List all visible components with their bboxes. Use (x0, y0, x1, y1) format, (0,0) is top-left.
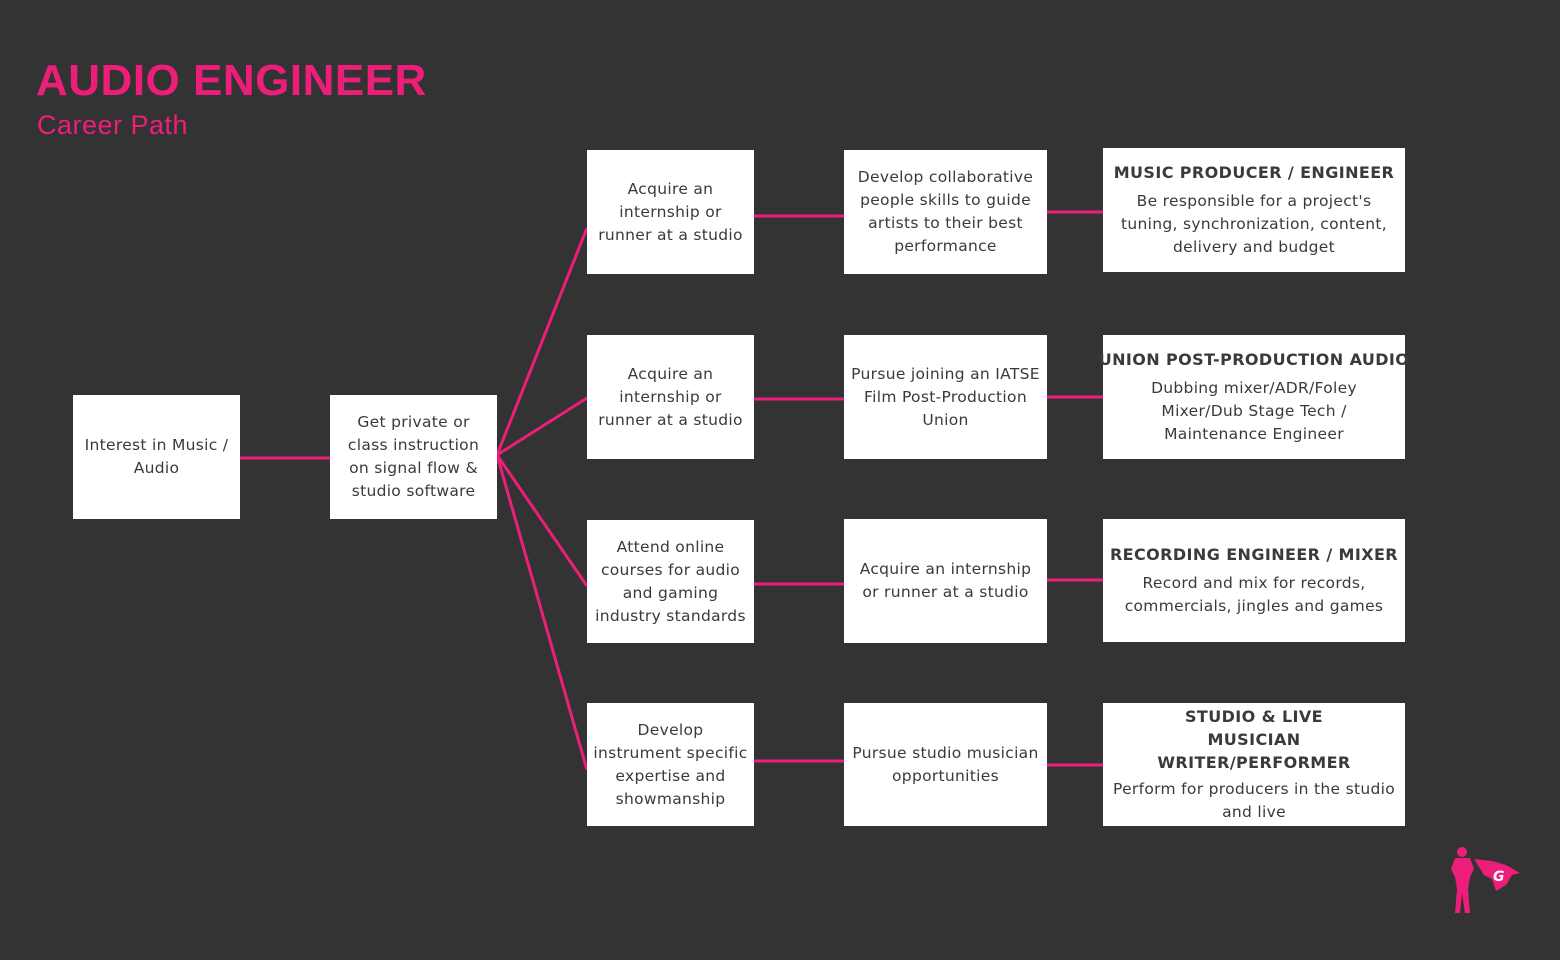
node-text: Acquire an internship or runner at a stu… (859, 560, 1032, 601)
node-text: Develop instrument specific expertise an… (593, 720, 748, 808)
path-2-step-2: Pursue joining an IATSE Film Post-Produc… (844, 335, 1047, 459)
connector (495, 454, 589, 587)
node-text: Pursue joining an IATSE Film Post-Produc… (851, 364, 1040, 429)
superhero-logo-icon: G (1451, 847, 1520, 913)
path-2-outcome: UNION POST-PRODUCTION AUDIO Dubbing mixer… (1099, 335, 1409, 459)
path-4-step-2: Pursue studio musician opportunities (844, 703, 1047, 826)
outcome-title: MUSIC PRODUCER / ENGINEER (1113, 163, 1395, 182)
path-3-step-2: Acquire an internship or runner at a stu… (844, 519, 1047, 643)
logo-letter: G (1493, 869, 1505, 885)
outcome-description: Perform for producers in the studio and … (1113, 780, 1395, 821)
path-4-step-1: Develop instrument specific expertise an… (587, 703, 754, 826)
node-text: Pursue studio musician opportunities (852, 743, 1039, 785)
connector (495, 227, 589, 456)
path-3-outcome: RECORDING ENGINEER / MIXER Record and mix… (1103, 519, 1405, 642)
outcome-title: STUDIO & LIVE MUSICIAN WRITER/PERFORMER (1157, 707, 1351, 772)
node-text: Get private or class instruction on sign… (347, 413, 480, 500)
outcome-description: Dubbing mixer/ADR/Foley Mixer/Dub Stage … (1151, 379, 1357, 443)
outcome-title: RECORDING ENGINEER / MIXER (1109, 545, 1399, 564)
node-text: Acquire an internship or runner at a stu… (598, 179, 743, 244)
connector (495, 454, 589, 771)
node-text: Acquire an internship or runner at a stu… (598, 364, 743, 429)
outcome-description: Record and mix for records, commercials,… (1124, 574, 1384, 615)
outcome-description: Be responsible for a project's tuning, s… (1121, 192, 1387, 256)
instruction-node: Get private or class instruction on sign… (330, 395, 497, 519)
outcome-title: UNION POST-PRODUCTION AUDIO (1098, 350, 1410, 369)
connector (496, 396, 588, 457)
path-3-step-1: Attend online courses for audio and gami… (587, 520, 754, 643)
path-2-step-1: Acquire an internship or runner at a stu… (587, 335, 754, 459)
page-title: AUDIO ENGINEER (36, 56, 427, 105)
path-1-step-1: Acquire an internship or runner at a stu… (587, 150, 754, 274)
node-text: Develop collaborative people skills to g… (857, 168, 1034, 255)
path-1-step-2: Develop collaborative people skills to g… (844, 150, 1047, 274)
path-4-outcome: STUDIO & LIVE MUSICIAN WRITER/PERFORMER P… (1103, 703, 1405, 826)
node-text: Interest in Music / Audio (84, 436, 229, 477)
path-1-outcome: MUSIC PRODUCER / ENGINEER Be responsible … (1103, 148, 1405, 272)
start-node: Interest in Music / Audio (73, 395, 240, 519)
page-subtitle: Career Path (37, 110, 189, 140)
node-text: Attend online courses for audio and gami… (595, 537, 746, 625)
